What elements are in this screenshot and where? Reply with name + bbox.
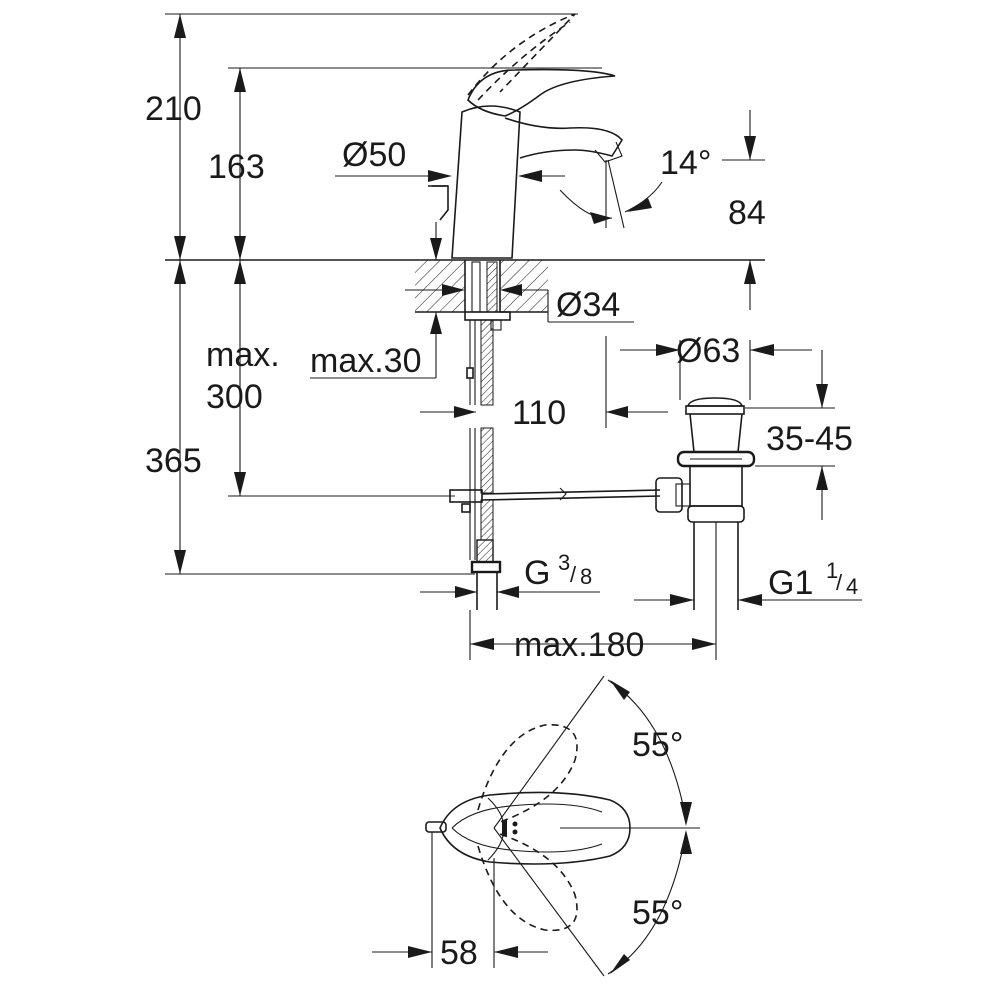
label-plan-offset: 58 <box>440 934 478 972</box>
label-max-thickness: max.30 <box>310 342 422 380</box>
label-max-deck: max. <box>206 336 280 374</box>
label-lever-angle-bottom: 55° <box>632 894 683 932</box>
label-outlet-angle: 14° <box>660 144 711 182</box>
label-waste-thread-slash: / <box>836 570 843 595</box>
label-waste-thread-den: 4 <box>846 574 858 599</box>
label-connector-slash: / <box>570 562 577 587</box>
dimension-lines <box>165 13 862 660</box>
label-connector-main: G <box>524 554 550 592</box>
label-outlet-height: 84 <box>728 194 766 232</box>
dimension-labels: 210 163 Ø50 14° 84 Ø34 max. 300 max.30 1… <box>145 90 858 972</box>
label-waste-diameter: Ø63 <box>676 332 740 370</box>
label-body-diameter: Ø50 <box>342 136 406 174</box>
below-deck-hardware <box>449 261 661 610</box>
label-waste-offset: 110 <box>512 394 566 432</box>
label-connector-num: 3 <box>558 550 570 575</box>
label-hole-diameter: Ø34 <box>556 286 620 324</box>
faucet-plan-view <box>372 675 700 977</box>
label-max-deck-value: 300 <box>206 378 263 416</box>
label-waste-thread-main: G1 <box>768 564 813 602</box>
label-total-height: 210 <box>145 90 202 128</box>
countertop-section <box>165 259 765 313</box>
label-spout-height: 163 <box>208 148 265 186</box>
popup-waste <box>655 397 756 660</box>
label-max-reach: max.180 <box>514 626 644 664</box>
label-waste-height: 35-45 <box>766 420 853 458</box>
label-below-deck: 365 <box>145 442 202 480</box>
label-waste-thread-num: 1 <box>826 558 838 583</box>
label-connector-den: 8 <box>580 564 592 589</box>
label-lever-angle-top: 55° <box>632 726 683 764</box>
